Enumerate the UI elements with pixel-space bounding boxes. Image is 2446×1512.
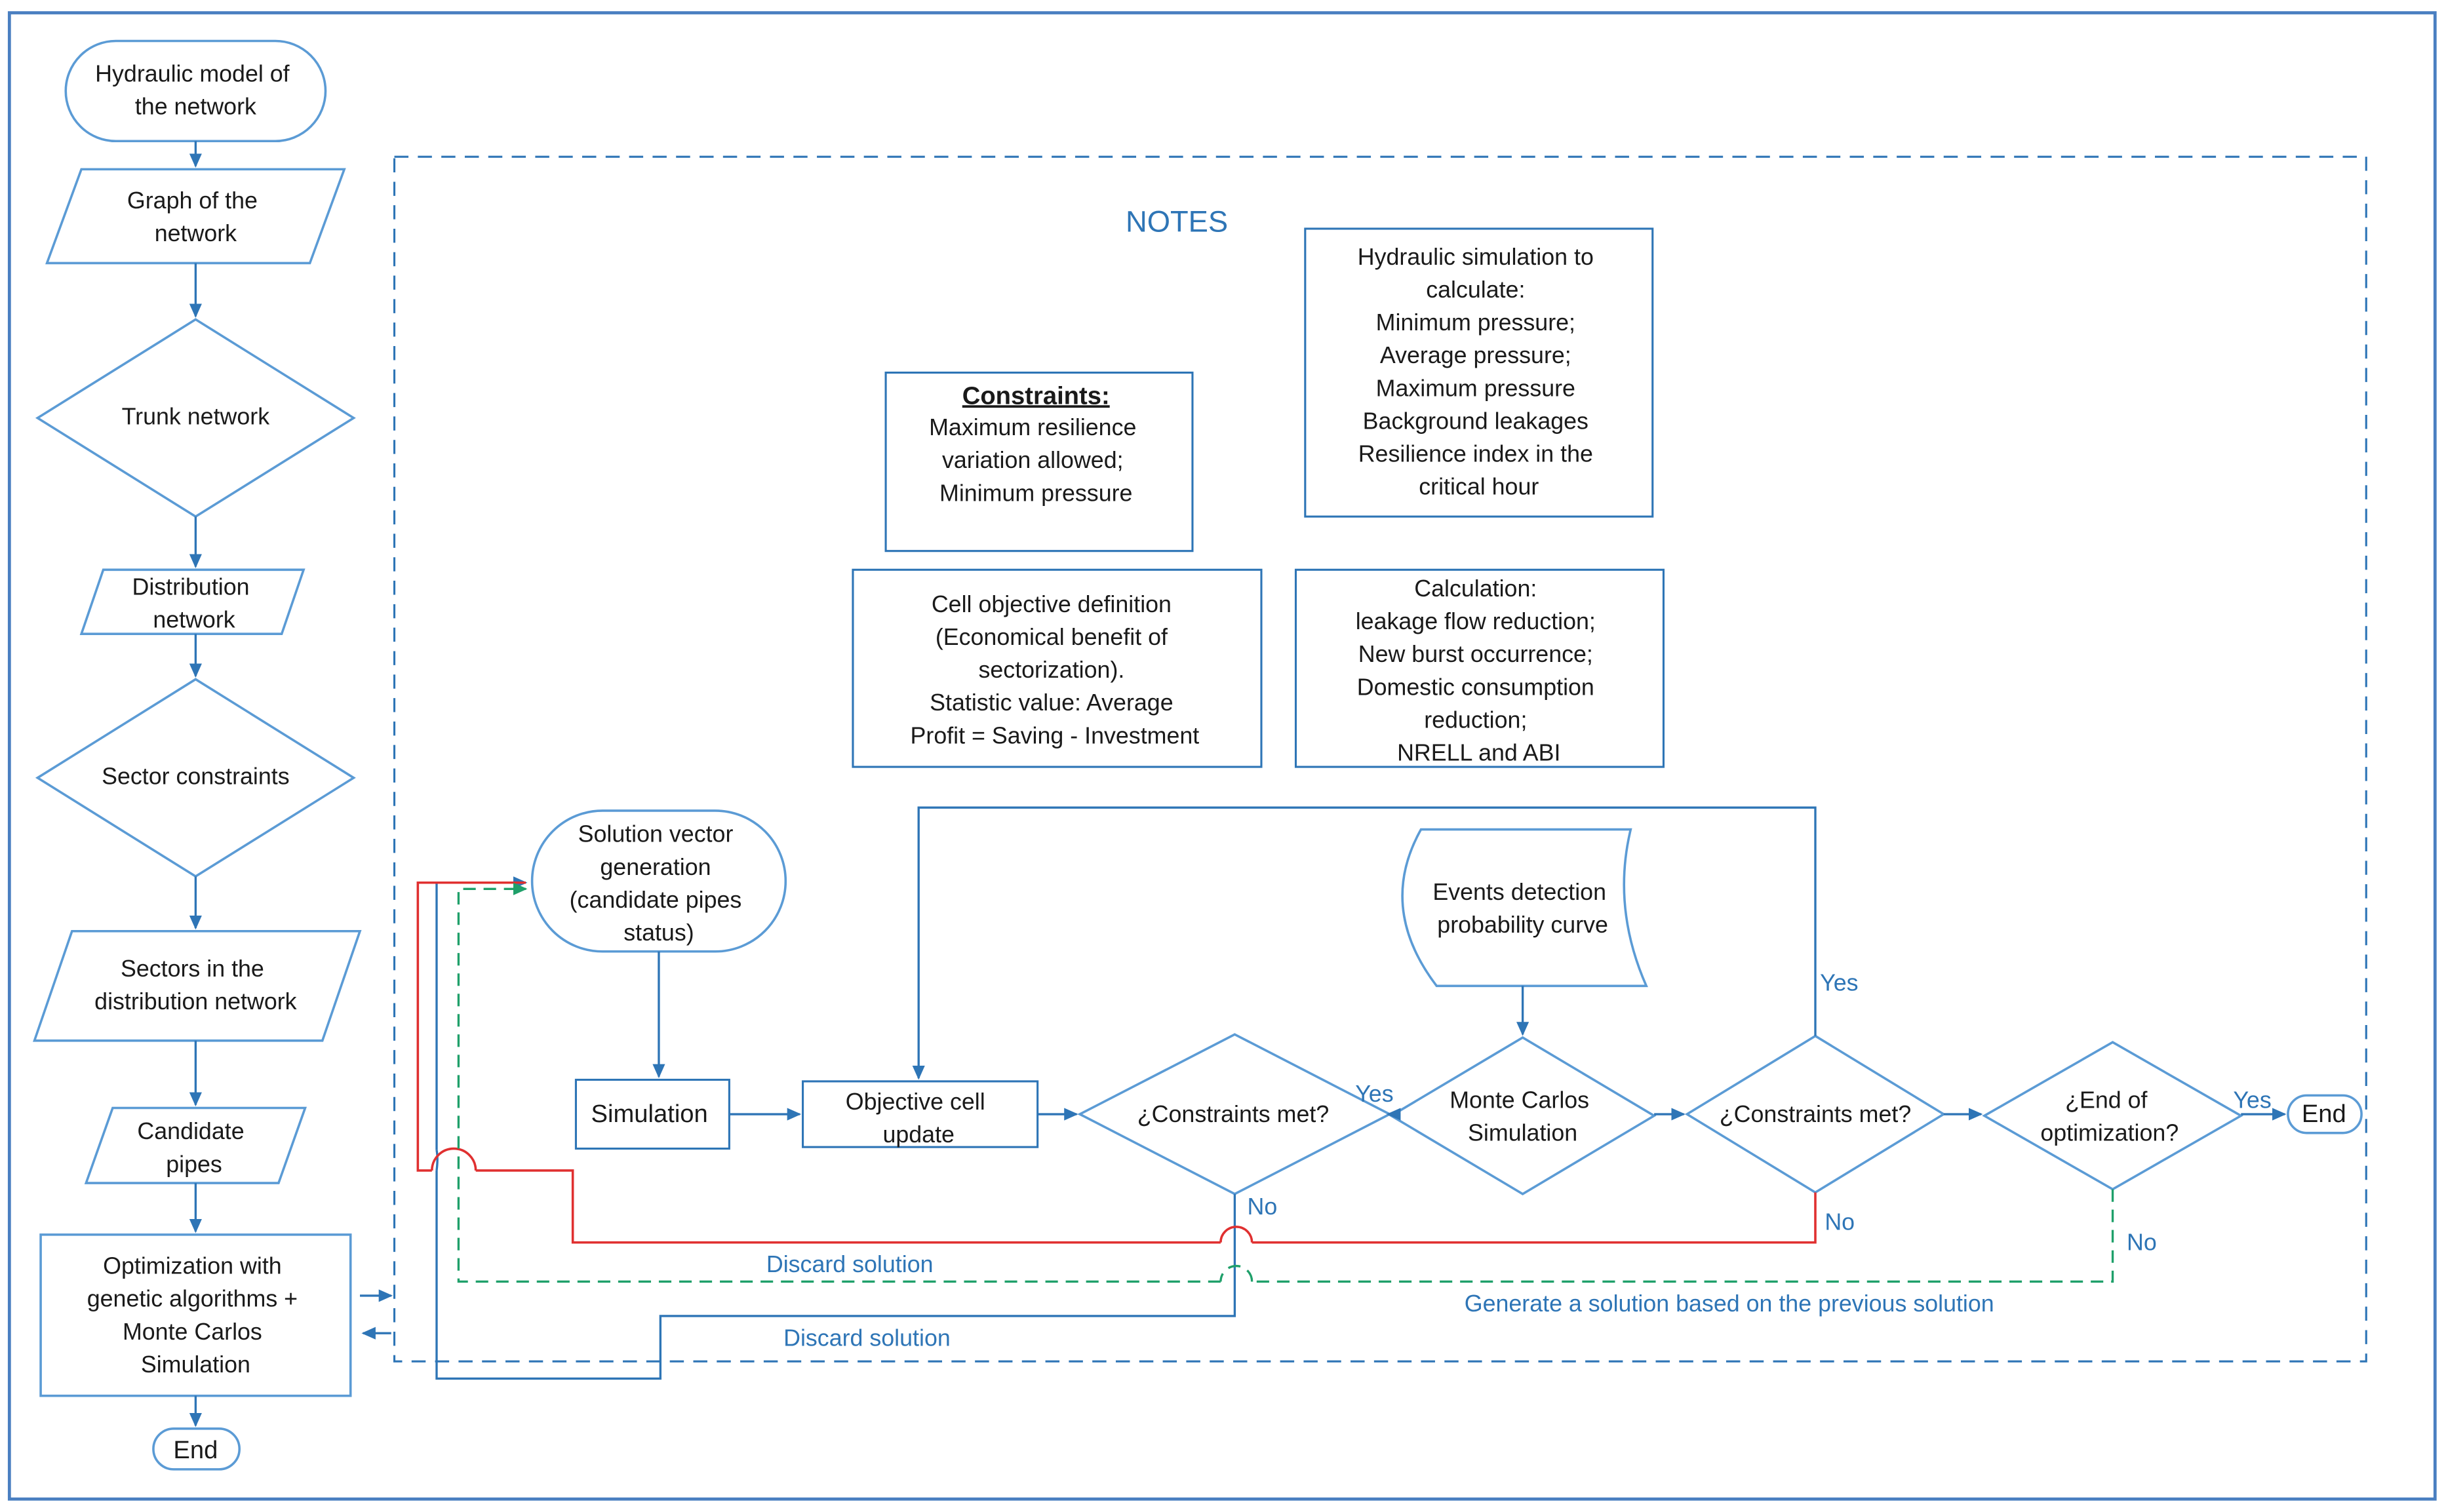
cell-objective-text: Cell objective definition (Economical be… [911, 591, 1200, 749]
candidate-pipes-data-shape [84, 1106, 307, 1184]
yes-label-1: Yes [1355, 1081, 1393, 1107]
trunk-network-label: Trunk network [122, 403, 270, 429]
cell-objective-note [852, 568, 1263, 768]
solution-vector-label: Solution vector generation (candidate pi… [570, 821, 749, 946]
left-flow: Hydraulic model of the network Graph of … [33, 39, 393, 1471]
generate-green-path [457, 882, 2114, 1283]
optimization-box [39, 1233, 352, 1397]
sectors-label: Sectors in the distribution network [94, 956, 297, 1015]
objective-update-box [802, 1080, 1039, 1148]
left-end-label: End [173, 1436, 218, 1464]
discard-red-path [416, 881, 1817, 1244]
hydraulic-simulation-note [1304, 227, 1654, 518]
no-label-3: No [2127, 1230, 2157, 1256]
monte-carlo-decision [1389, 1036, 1657, 1195]
sector-constraints-label: Sector constraints [102, 763, 290, 789]
left-end-terminator [152, 1427, 241, 1471]
sectors-data-shape [33, 929, 362, 1042]
discard-label-1: Discard solution [766, 1251, 934, 1277]
graph-data-shape [45, 168, 346, 265]
process-flow: Solution vector generation (candidate pi… [416, 806, 2363, 1380]
end-optimization-decision [1982, 1041, 2243, 1191]
notes-region [393, 155, 2367, 1363]
calculation-note [1294, 568, 1665, 768]
yes-label-2: Yes [1820, 969, 1858, 996]
constraints-note [884, 372, 1194, 552]
simulation-label: Simulation [591, 1100, 707, 1128]
events-detection-shape [1401, 828, 1648, 988]
graph-label: Graph of the network [127, 187, 264, 246]
candidate-pipes-label: Candidate pipes [137, 1118, 250, 1177]
events-detection-label: Events detection probability curve [1432, 879, 1613, 938]
distribution-network-data-shape [79, 568, 306, 635]
distribution-network-label: Distribution network [132, 574, 256, 633]
process-end-terminator [2287, 1094, 2363, 1134]
left-flow-arrows [189, 141, 393, 1427]
constraints-decision-1-label: ¿Constraints met? [1137, 1101, 1329, 1127]
constraints-body: Maximum resilience variation allowed; Mi… [929, 414, 1143, 506]
constraints-heading: Constraints: [962, 381, 1110, 410]
simulation-box [574, 1078, 730, 1150]
notes-title: NOTES [1126, 205, 1228, 239]
discard-label-2: Discard solution [783, 1325, 951, 1351]
hydraulic-model-terminator [64, 39, 327, 143]
notes-boxes: Constraints: Maximum resilience variatio… [852, 227, 1665, 768]
hydraulic-model-label: Hydraulic model of the network [95, 61, 296, 120]
end-optimization-label: ¿End of optimization? [2040, 1087, 2179, 1146]
constraints-decision-2-label: ¿Constraints met? [1720, 1101, 1911, 1127]
yes-label-3: Yes [2233, 1087, 2271, 1113]
monte-carlo-label: Monte Carlos Simulation [1450, 1087, 1596, 1146]
no-label-1: No [1247, 1193, 1277, 1220]
optimization-label: Optimization with genetic algorithms + M… [87, 1253, 304, 1378]
process-end-label: End [2302, 1100, 2346, 1128]
generate-label: Generate a solution based on the previou… [1465, 1290, 1994, 1317]
objective-update-label: Objective cell update [846, 1089, 992, 1148]
no-label-2: No [1825, 1209, 1855, 1235]
hydraulic-simulation-text: Hydraulic simulation to calculate: Minim… [1358, 244, 1600, 500]
calculation-text: Calculation: leakage flow reduction; New… [1356, 575, 1602, 766]
outer-frame [7, 11, 2437, 1501]
